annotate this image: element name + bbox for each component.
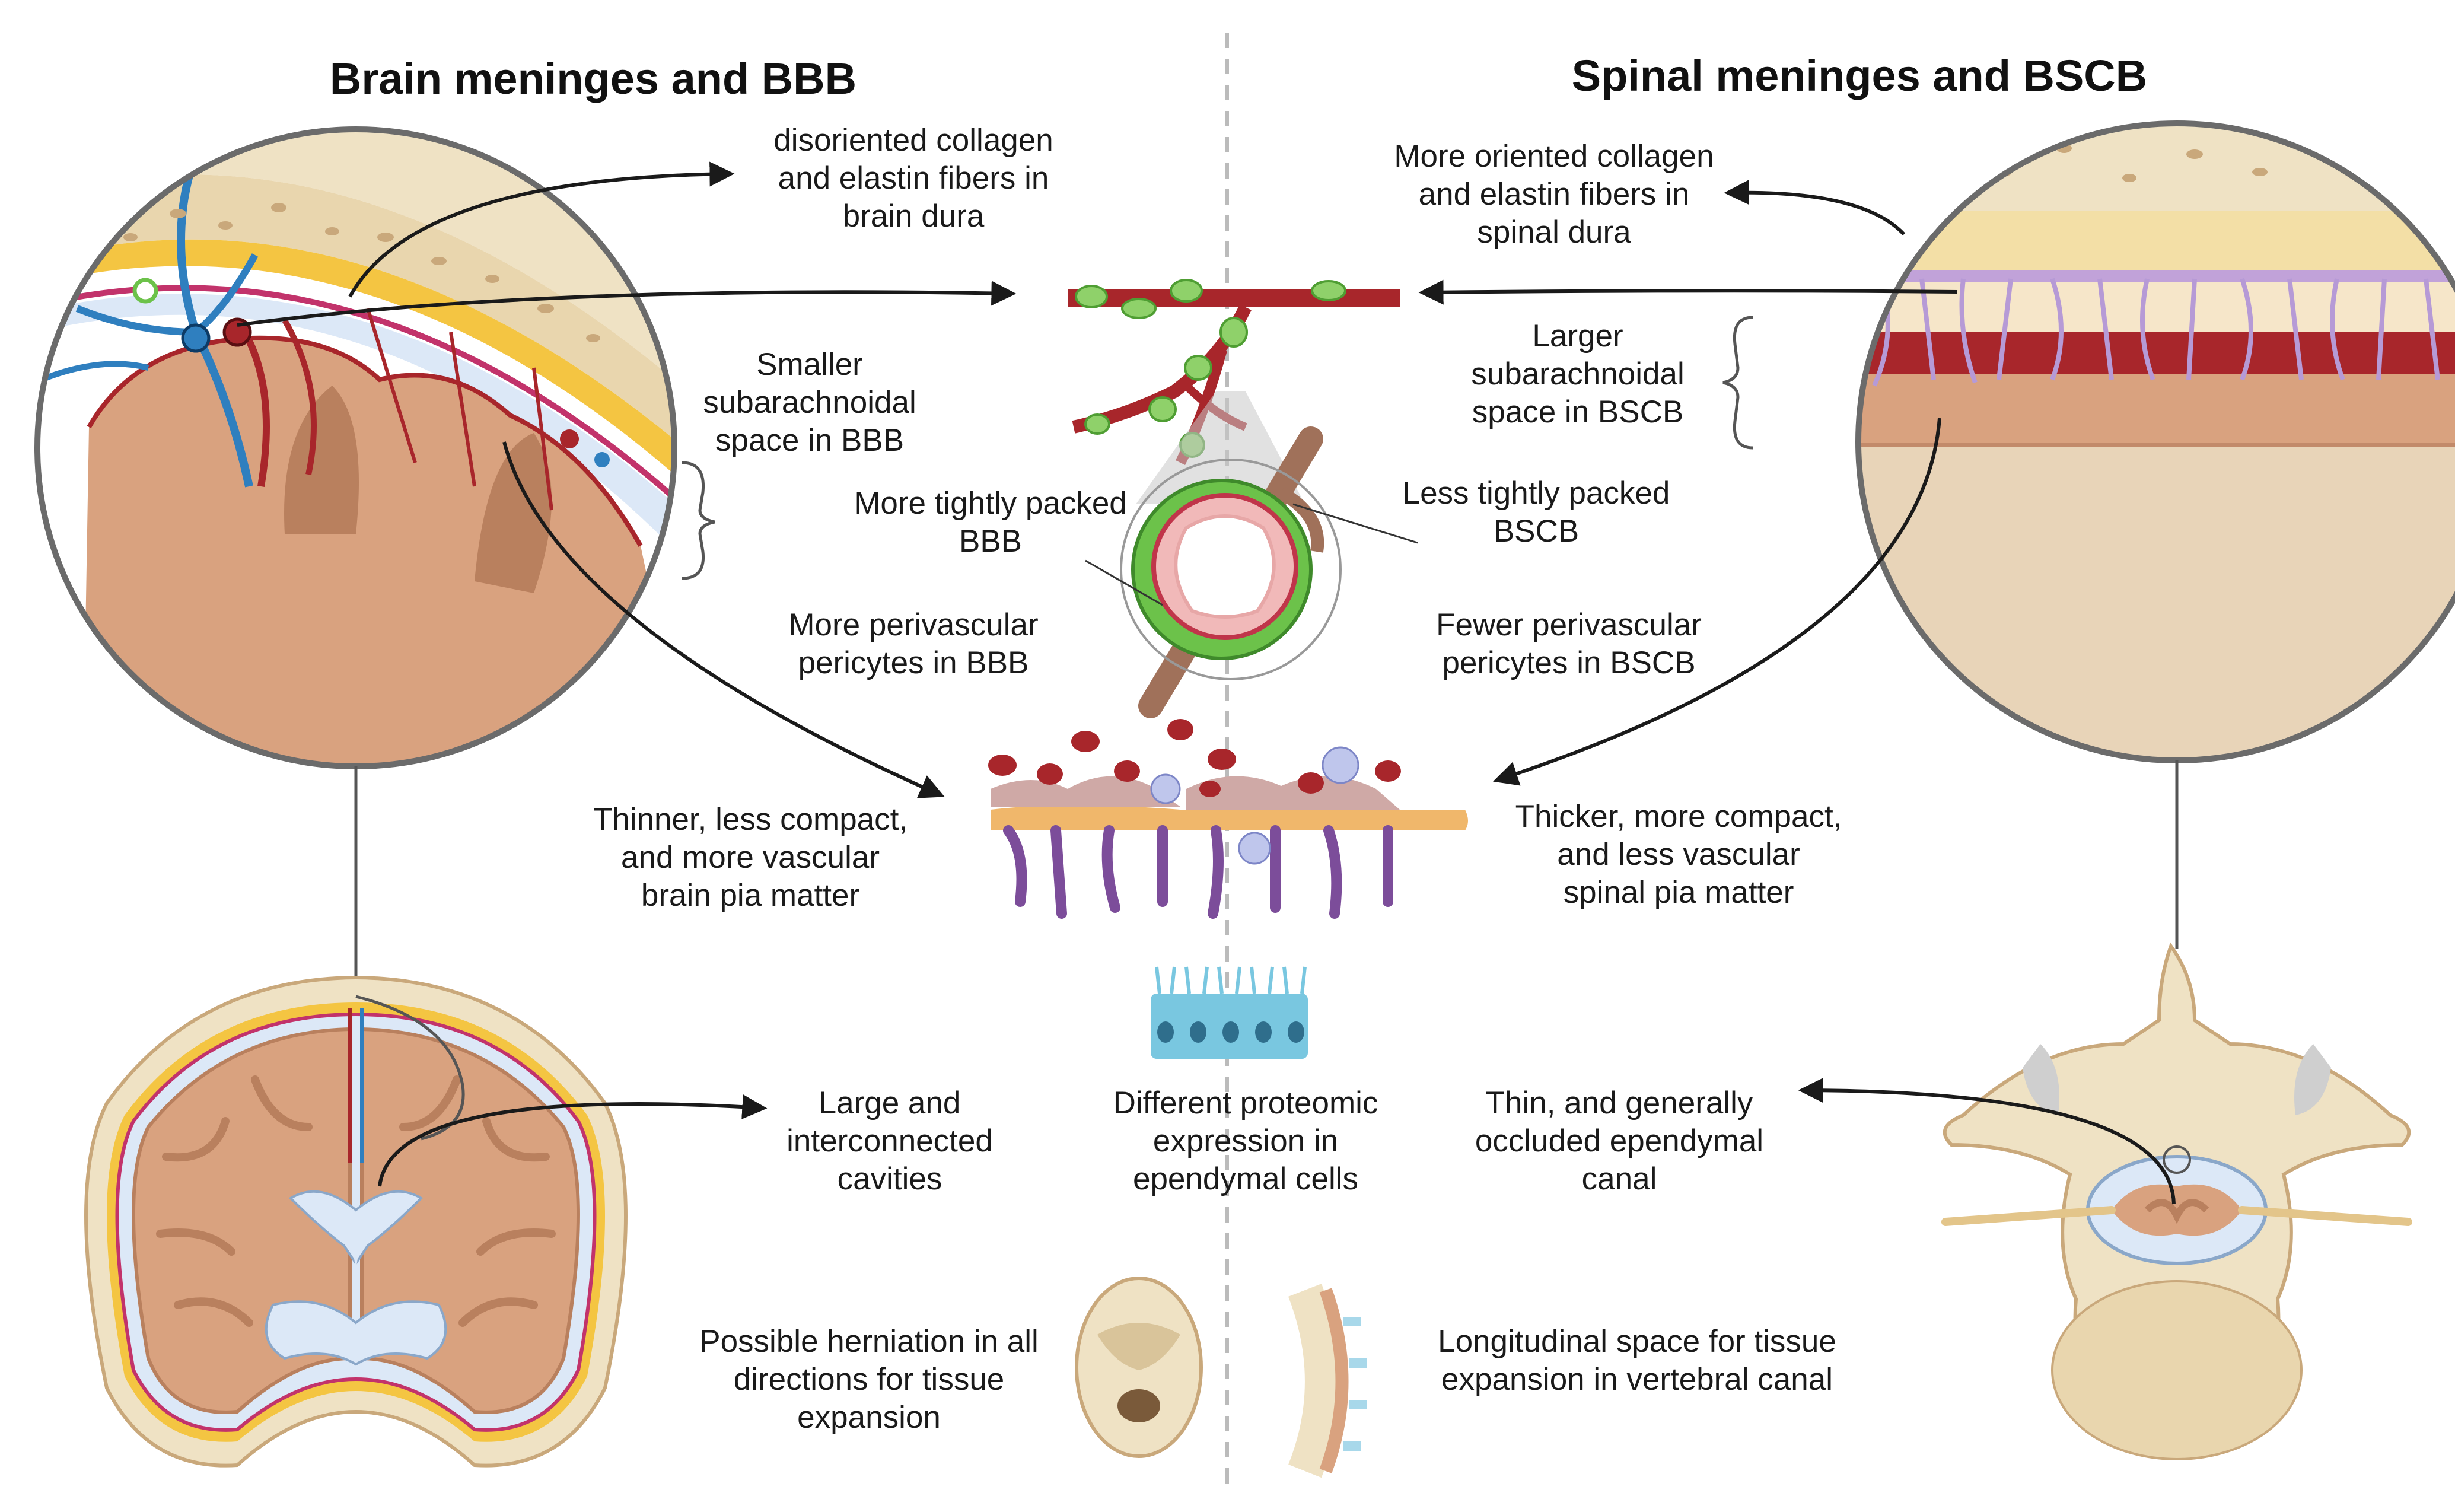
brain-subarachnoid-brace: [682, 461, 715, 580]
label-herniation: Possible herniation in all directions fo…: [699, 1324, 1039, 1435]
vertebra-illustration: [1941, 942, 2412, 1460]
arrow-brain-vessel: [237, 281, 1017, 327]
arrow-spinal-dura: [1724, 180, 1906, 236]
arrow-brain-cavities: [378, 1094, 768, 1187]
vertebral-canal-icon: [1288, 1284, 1367, 1478]
right-title: Spinal meninges and BSCB: [1571, 51, 2148, 100]
label-large-cavities: Large and interconnected cavities: [787, 1086, 993, 1196]
arrow-brain-dura: [348, 161, 735, 298]
blood-vessel-network: [1068, 279, 1400, 504]
ependymal-cells: [1151, 966, 1308, 1059]
vessel-cross-section: [1085, 426, 1418, 718]
arrow-brain-pia: [502, 441, 945, 798]
arrow-spinal-pia: [1493, 418, 1941, 786]
label-brain-dura: disoriented collagen and elastin fibers …: [773, 123, 1053, 234]
label-larger-subarachnoid: Larger subarachnoidal space in BSCB: [1471, 319, 1685, 429]
label-ependymal-canal: Thin, and generally occluded ependymal c…: [1475, 1086, 1764, 1196]
label-spinal-pia: Thicker, more compact, and less vascular…: [1515, 799, 1842, 910]
brain-meninges-zoom-circle: [37, 129, 674, 766]
label-longitudinal: Longitudinal space for tissue expansion …: [1438, 1324, 1836, 1397]
label-brain-pia: Thinner, less compact, and more vascular…: [593, 802, 908, 913]
brain-coronal-section: [84, 975, 628, 1468]
label-more-pericytes: More perivascular pericytes in BBB: [788, 607, 1039, 680]
label-tightly-packed: More tightly packed BBB: [854, 486, 1127, 559]
left-title: Brain meninges and BBB: [329, 54, 857, 103]
arrows: [237, 161, 2176, 1205]
arrow-spinal-canal: [1798, 1078, 2176, 1205]
label-less-tightly-packed: Less tightly packed BSCB: [1402, 476, 1670, 549]
label-proteomic: Different proteomic expression in ependy…: [1113, 1086, 1378, 1196]
skull-base-icon: [1075, 1277, 1203, 1458]
pia-matter-layer: [988, 719, 1468, 919]
label-fewer-pericytes: Fewer perivascular pericytes in BSCB: [1436, 607, 1702, 680]
spinal-meninges-zoom-circle: [1858, 123, 2455, 760]
label-smaller-subarachnoid: Smaller subarachnoidal space in BBB: [703, 347, 916, 458]
label-spinal-dura: More oriented collagen and elastin fiber…: [1394, 139, 1714, 250]
spinal-subarachnoid-brace: [1722, 316, 1753, 450]
arrow-spinal-vessel: [1418, 279, 1958, 305]
